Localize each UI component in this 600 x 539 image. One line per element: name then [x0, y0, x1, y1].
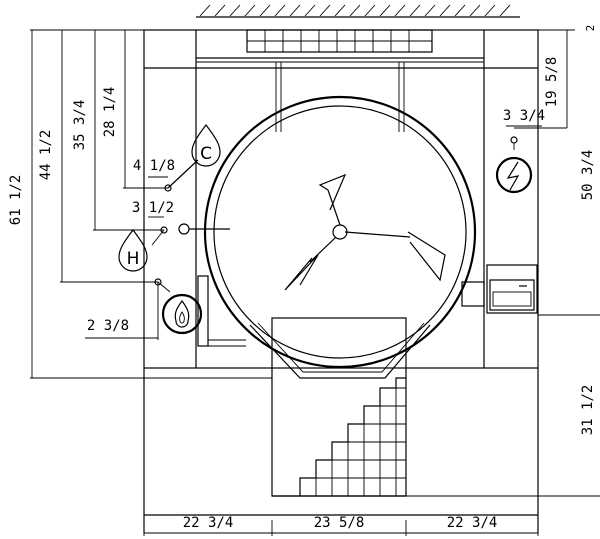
dim-width-right: 22 3/4 — [447, 515, 498, 531]
hot-label: H — [127, 249, 140, 269]
dim-gas-height: 44 1/2 — [38, 130, 54, 181]
drum — [203, 95, 477, 369]
ceiling-hatch — [196, 4, 520, 18]
dim-gas-offset: 2 3/8 — [87, 318, 129, 334]
dim-electric-offset: 3 3/4 — [503, 108, 545, 124]
dim-top-small: 2 — [584, 25, 597, 32]
dim-hot-offset: 3 1/2 — [132, 200, 174, 216]
dimension-lines — [30, 29, 600, 536]
dim-width-center: 23 5/8 — [314, 515, 365, 531]
base-chute — [249, 317, 431, 497]
connection-points — [151, 136, 518, 293]
gas-flame-icon — [161, 293, 203, 335]
dim-electric-drop: 19 5/8 — [544, 57, 560, 108]
dim-cold-offset: 4 1/8 — [133, 158, 175, 174]
cold-label: C — [200, 144, 212, 164]
dim-cold-height: 28 1/4 — [102, 87, 118, 138]
dim-right-top: 50 3/4 — [580, 150, 596, 201]
dim-width-left: 22 3/4 — [183, 515, 234, 531]
drum-supports — [197, 275, 485, 347]
dim-overall-height: 61 1/2 — [8, 175, 24, 226]
electric-bolt-icon — [495, 156, 533, 194]
hot-water-drop-icon: H — [118, 229, 148, 272]
dim-right-bottom: 31 1/2 — [580, 385, 596, 436]
cold-water-drop-icon: C — [191, 124, 221, 167]
dim-hot-height: 35 3/4 — [72, 100, 88, 151]
control-panel — [486, 264, 538, 314]
vent-grille — [246, 29, 433, 53]
